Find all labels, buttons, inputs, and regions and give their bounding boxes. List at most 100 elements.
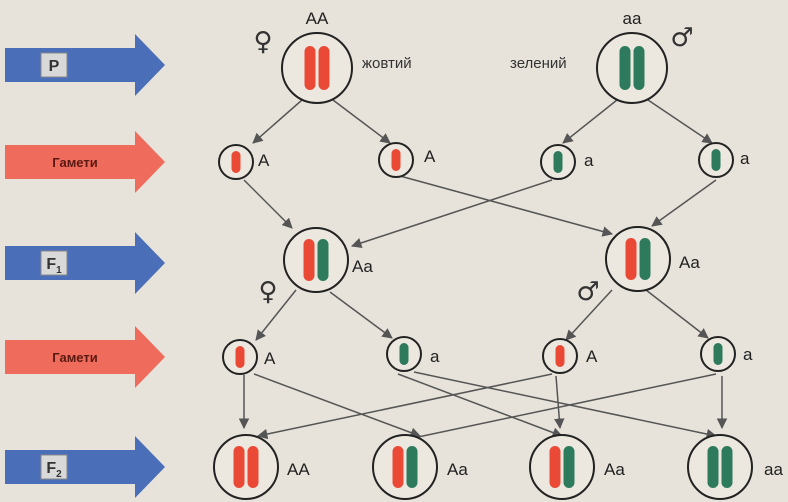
gamete2-label-1: A	[264, 349, 276, 368]
cross-arrow	[329, 291, 393, 339]
cross-arrow	[397, 373, 563, 438]
chromosome	[619, 46, 631, 90]
chromosome	[555, 345, 565, 367]
stage-label-box	[40, 250, 68, 276]
f2-cell-2	[372, 434, 438, 500]
stage-arrow-shape	[5, 232, 165, 294]
chromosome	[549, 446, 561, 488]
chromosome	[247, 446, 259, 488]
cross-arrow	[243, 179, 293, 229]
cross-arrow	[402, 373, 717, 444]
chromosome	[553, 151, 563, 173]
labels: AA aa ♀ ♂ жовтий зелений A A a a Aa Aa ♀…	[253, 9, 783, 479]
cross-arrow	[332, 99, 391, 144]
cross-arrow	[651, 179, 717, 227]
chromosome	[318, 46, 330, 90]
chromosome	[399, 343, 409, 365]
cross-arrow	[351, 179, 553, 249]
cell-membrane	[283, 227, 349, 293]
gamete2-label-3: A	[586, 347, 598, 366]
chromosome	[235, 346, 245, 368]
chromosome	[392, 446, 404, 488]
f2-cell-4	[687, 434, 753, 500]
chromosome	[304, 46, 316, 90]
female-parent-genotype: AA	[306, 9, 329, 28]
cell-membrane	[372, 434, 438, 500]
gamete-label-3: a	[584, 151, 594, 170]
gamete-cell-f1	[222, 339, 258, 375]
stage-label-box	[40, 454, 68, 480]
chromosome	[406, 446, 418, 488]
f1-cell-female	[283, 227, 349, 293]
cross-arrow	[252, 99, 303, 144]
f1-female-genotype: Aa	[352, 257, 373, 276]
gamete2-label-4: a	[743, 345, 753, 364]
stage-arrow-shape	[5, 34, 165, 96]
chromosome	[721, 446, 733, 488]
stage-arrow-shape	[5, 131, 165, 193]
stage-arrow-shape	[5, 436, 165, 498]
parent-cell-male	[596, 32, 668, 104]
stage-label: Гамети	[52, 155, 97, 170]
gamete-label-1: A	[258, 151, 270, 170]
cross-arrow	[565, 289, 613, 341]
f2-genotype-4: aa	[764, 460, 783, 479]
gamete2-label-2: a	[430, 347, 440, 366]
cell-membrane	[281, 32, 353, 104]
gamete-cell-p	[698, 142, 734, 178]
stage-arrow-2: Гамети	[5, 131, 165, 193]
cross-arrow	[554, 375, 565, 430]
chromosome	[625, 238, 637, 280]
cross-arrow	[255, 289, 297, 341]
male-trait-label: зелений	[510, 55, 567, 72]
stage-arrow-3: F1	[5, 232, 165, 294]
chromosome	[303, 239, 315, 281]
stage-label-box	[40, 52, 68, 78]
cell-membrane	[605, 226, 671, 292]
gamete-cell-f1	[386, 336, 422, 372]
chromosome	[317, 239, 329, 281]
chromosome	[231, 151, 241, 173]
cross-arrow	[256, 373, 553, 440]
chromosome	[633, 46, 645, 90]
gamete-cell-f1	[700, 336, 736, 372]
stage-arrow-4: Гамети	[5, 326, 165, 388]
chromosome	[563, 446, 575, 488]
cross-lines	[238, 99, 728, 444]
cross-arrow	[399, 175, 614, 237]
stage-arrow-shape	[5, 326, 165, 388]
stage-arrow-5: F2	[5, 436, 165, 498]
cross-arrow	[253, 373, 421, 438]
cell-membrane	[213, 434, 279, 500]
gamete-label-4: a	[740, 149, 750, 168]
f2-genotype-3: Aa	[604, 460, 625, 479]
cell-membrane	[687, 434, 753, 500]
male-parent-genotype: aa	[623, 9, 642, 28]
chromosome	[707, 446, 719, 488]
cross-arrow	[647, 99, 713, 144]
chromosome	[711, 149, 721, 171]
chromosome	[713, 343, 723, 365]
f2-cell-1	[213, 434, 279, 500]
f2-genotype-2: Aa	[447, 460, 468, 479]
parent-cell-female	[281, 32, 353, 104]
gamete-cell-p	[378, 142, 414, 178]
f1-female-symbol: ♀	[258, 277, 277, 307]
female-trait-label: жовтий	[362, 55, 412, 72]
female-symbol-p: ♀	[253, 27, 272, 57]
cross-arrow	[562, 99, 618, 144]
stage-label: Гамети	[52, 350, 97, 365]
chromosome	[639, 238, 651, 280]
cell-membrane	[529, 434, 595, 500]
cross-arrow	[645, 289, 709, 339]
f1-cell-male	[605, 226, 671, 292]
chromosome	[391, 149, 401, 171]
male-symbol-p: ♂	[670, 23, 693, 53]
cross-arrow	[413, 371, 718, 440]
stage-arrow-1: P	[5, 34, 165, 96]
f1-male-symbol: ♂	[576, 277, 599, 307]
gamete-cell-f1	[542, 338, 578, 374]
cell-membrane	[596, 32, 668, 104]
gamete-cell-p	[218, 144, 254, 180]
